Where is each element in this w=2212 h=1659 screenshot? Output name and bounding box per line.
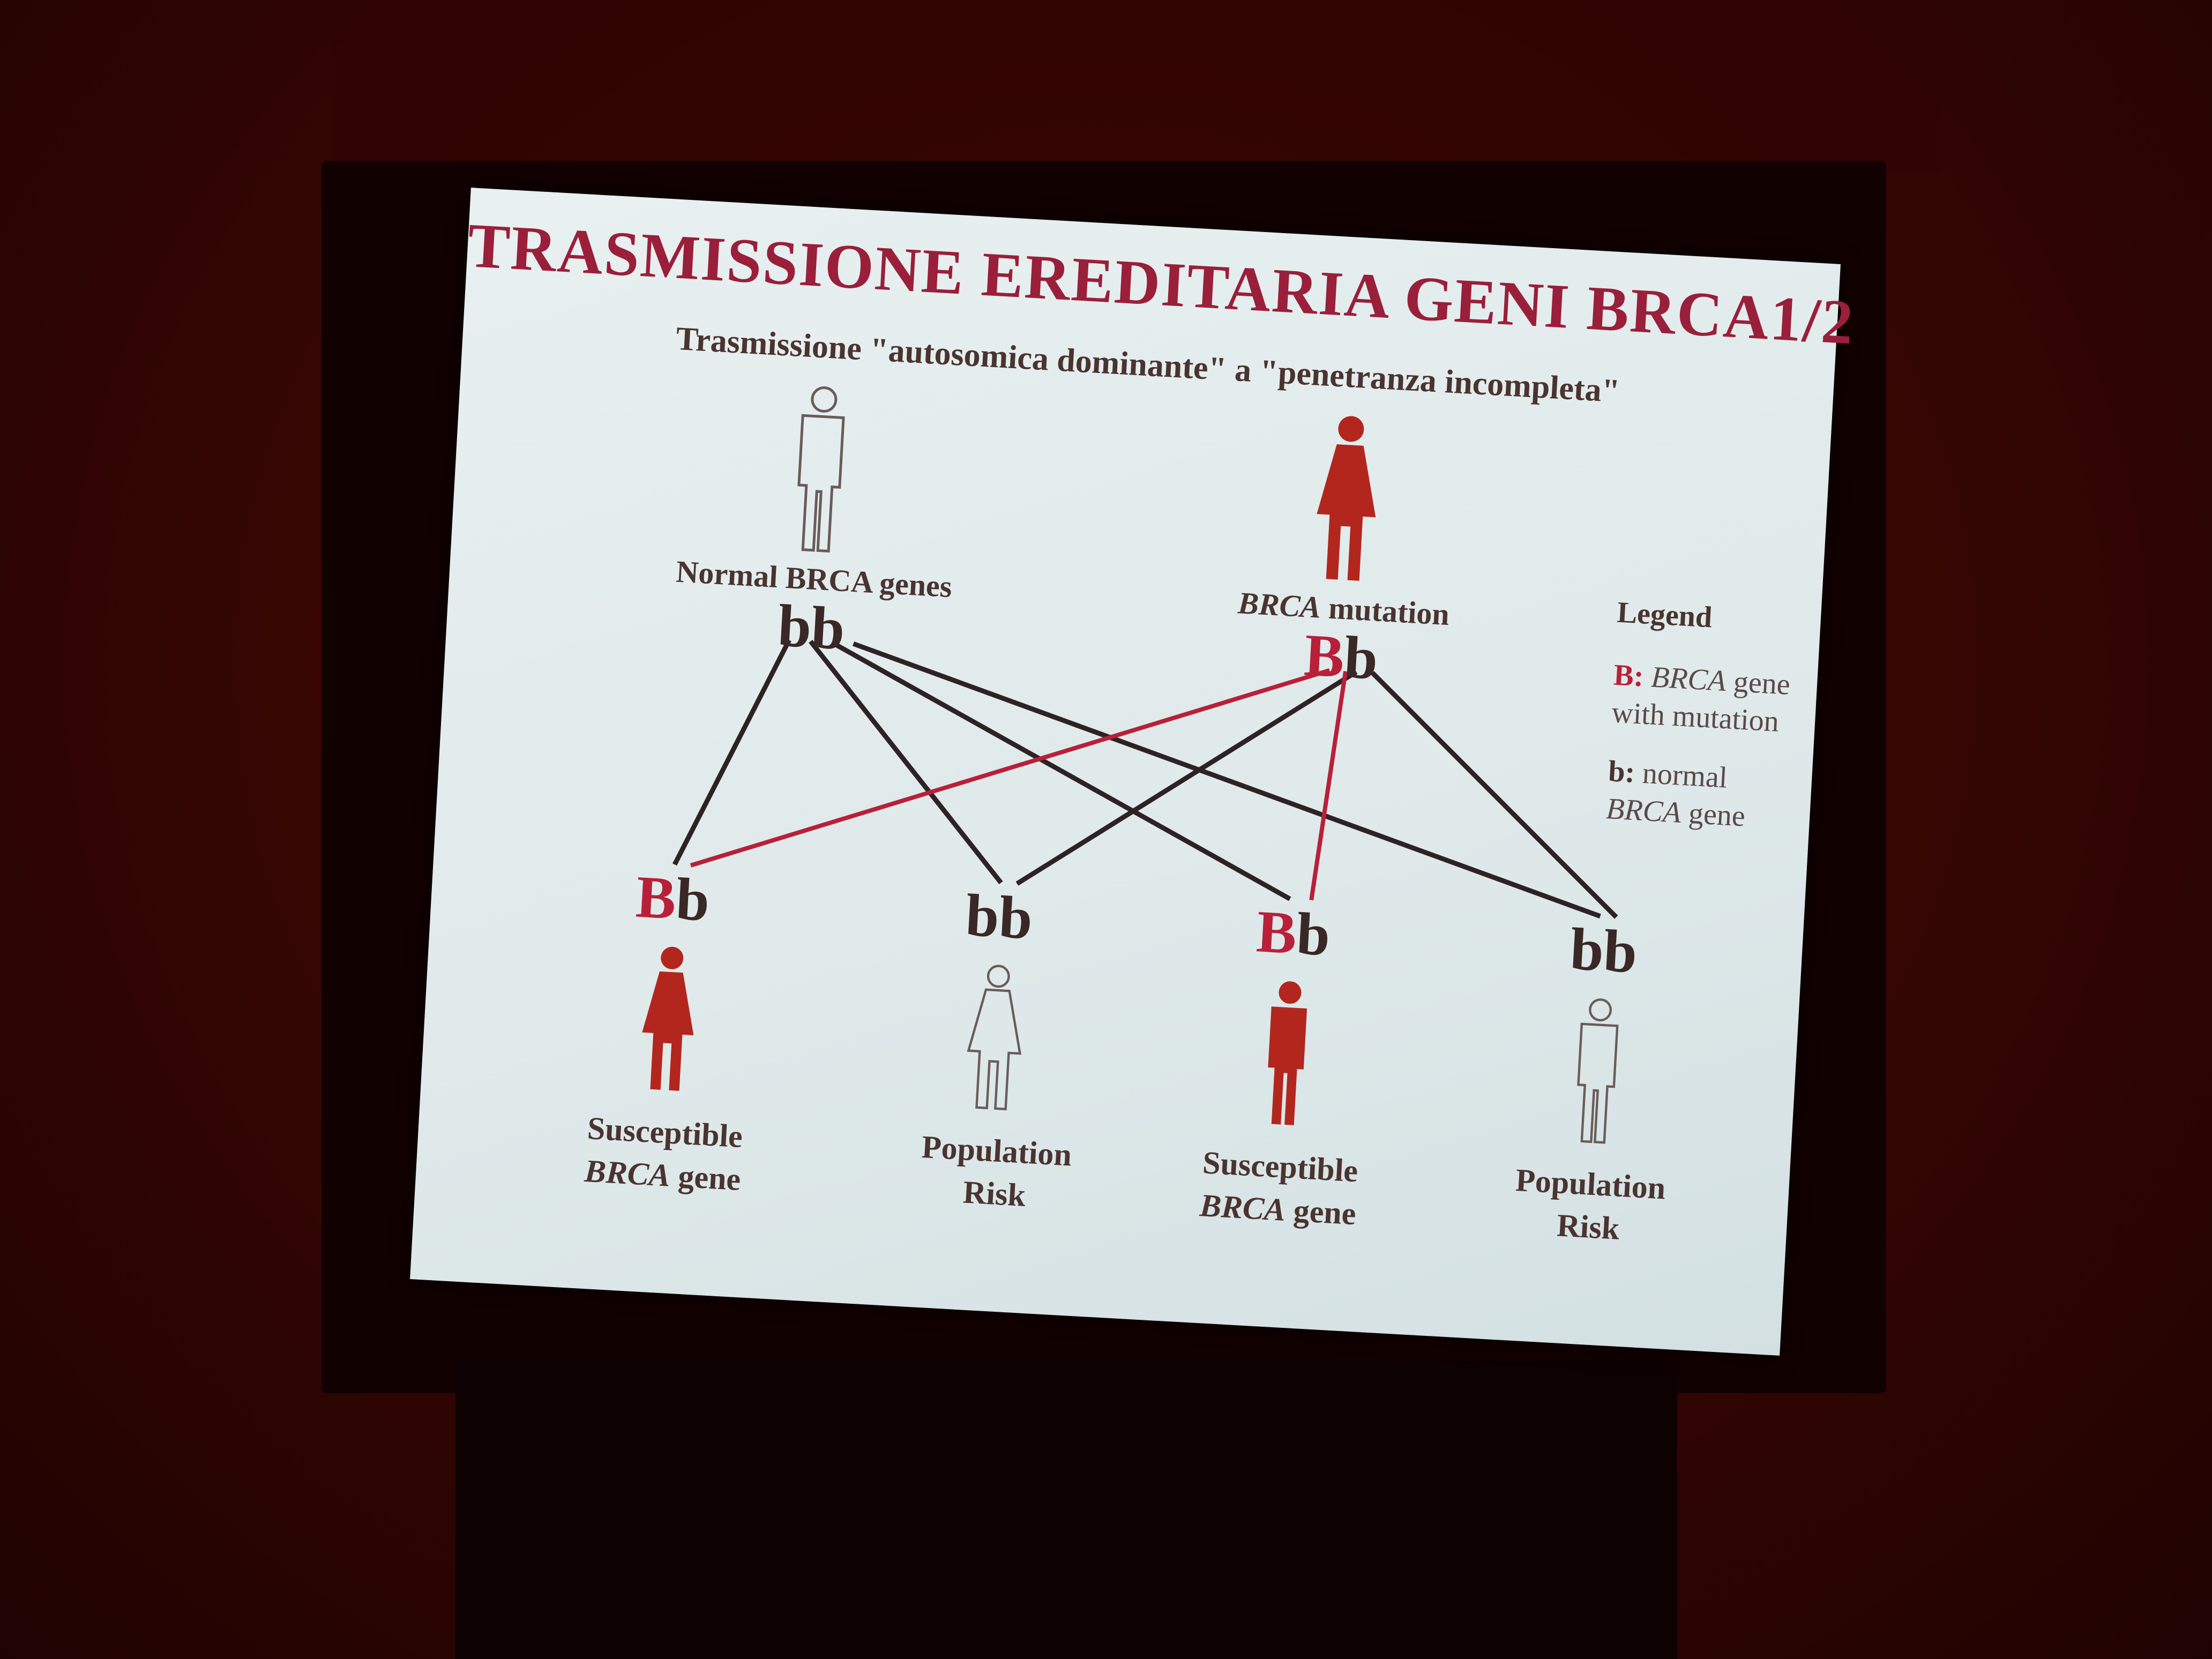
- mother-genotype: Bb: [1259, 618, 1423, 697]
- line-father-child1: [672, 639, 791, 866]
- child1-caption: Susceptible BRCA gene: [522, 1103, 805, 1205]
- room-floor-shadow: [455, 1361, 1677, 1659]
- female-outline-icon: [967, 965, 1022, 1111]
- child2-caption-line2: Risk: [962, 1174, 1027, 1213]
- legend-b-rest1: normal: [1634, 756, 1729, 795]
- child4-caption: Population Risk: [1448, 1155, 1731, 1256]
- line-mother-b-child4: [1370, 671, 1618, 919]
- allele-1: B: [1302, 622, 1347, 691]
- child3-caption-line1: Susceptible: [1201, 1145, 1359, 1189]
- legend-b-entry: b: normal BRCA gene: [1605, 752, 1802, 838]
- child1-caption-italic: BRCA: [584, 1153, 671, 1193]
- inheritance-lines: [672, 639, 1618, 919]
- child1-caption-line1: Susceptible: [586, 1110, 744, 1155]
- legend-b-italic: BRCA: [1605, 792, 1683, 829]
- allele-1: b: [1568, 915, 1606, 984]
- child3-caption-rest: gene: [1284, 1192, 1357, 1232]
- allele-2: b: [809, 594, 847, 663]
- legend-B-key: B:: [1612, 658, 1645, 693]
- father-genotype: bb: [729, 589, 894, 667]
- female-filled-icon: [642, 946, 694, 1091]
- allele-1: b: [776, 592, 813, 661]
- legend-b-rest2: gene: [1680, 796, 1746, 833]
- allele-2: b: [997, 884, 1035, 952]
- line-father-child2: [809, 640, 1003, 885]
- child2-caption: Population Risk: [854, 1122, 1137, 1223]
- male-outline-icon: [1577, 998, 1619, 1144]
- allele-2: b: [1342, 624, 1380, 692]
- line-mother-B-child1: [690, 668, 1331, 868]
- line-mother-B-child3: [1309, 671, 1348, 901]
- child3-genotype: Bb: [1211, 895, 1376, 973]
- child4-caption-line2: Risk: [1556, 1207, 1621, 1246]
- female-filled-icon: [1317, 416, 1376, 581]
- child2-caption-line1: Population: [921, 1129, 1073, 1173]
- child2-genotype: bb: [917, 878, 1081, 956]
- line-father-child3: [831, 640, 1291, 901]
- legend: Legend B: BRCA gene with mutation b: nor…: [1605, 595, 1811, 838]
- male-outline-icon: [797, 386, 845, 553]
- allele-1: B: [1254, 898, 1299, 967]
- line-mother-b-child2: [1015, 669, 1358, 886]
- allele-2: b: [1602, 917, 1639, 986]
- male-filled-icon: [1268, 981, 1307, 1125]
- child4-caption-line1: Population: [1514, 1162, 1667, 1206]
- line-father-child4: [852, 641, 1601, 919]
- allele-1: b: [963, 881, 1001, 951]
- allele-1: B: [634, 863, 678, 932]
- child4-genotype: bb: [1521, 912, 1686, 990]
- legend-B-entry: B: BRCA gene with mutation: [1611, 656, 1807, 742]
- child3-caption-italic: BRCA: [1199, 1187, 1287, 1228]
- room-wall-top: [332, 0, 1940, 171]
- legend-B-rest2: with mutation: [1610, 696, 1780, 738]
- allele-2: b: [1295, 900, 1332, 969]
- child1-genotype: Bb: [591, 860, 755, 938]
- legend-B-italic: BRCA: [1650, 660, 1727, 698]
- child3-caption: Susceptible BRCA gene: [1138, 1138, 1421, 1239]
- allele-2: b: [674, 865, 712, 934]
- legend-B-rest1: gene: [1725, 664, 1791, 701]
- legend-b-key: b:: [1607, 754, 1636, 790]
- child1-caption-rest: gene: [669, 1157, 742, 1198]
- slide: TRASMISSIONE EREDITARIA GENI BRCA1/2 Tra…: [410, 188, 1856, 1356]
